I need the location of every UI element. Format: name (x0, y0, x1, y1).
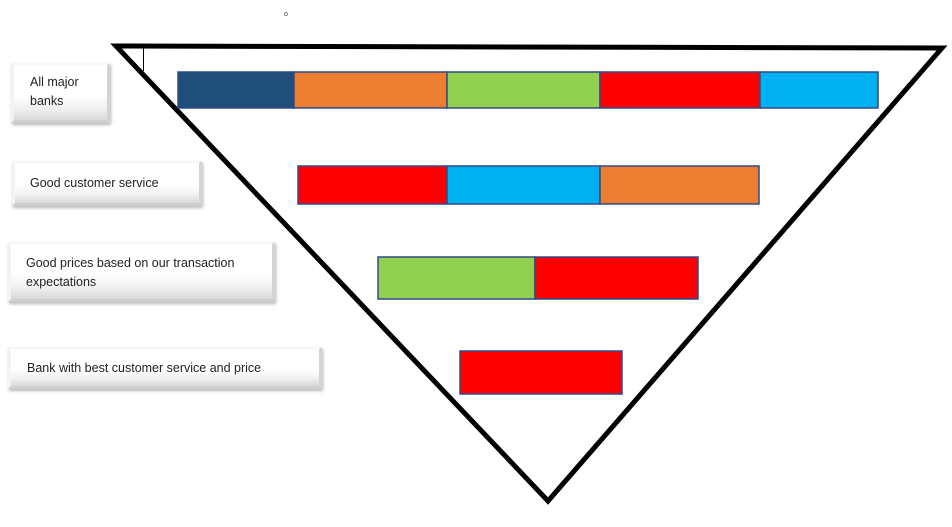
text-cursor (143, 47, 144, 71)
funnel-level-2-bar (297, 165, 760, 205)
level-2-segment-light-blue (446, 165, 601, 205)
small-circle-marker (284, 12, 288, 16)
level-2-segment-red (297, 165, 448, 205)
level-4-label-box: Bank with best customer service and pric… (8, 347, 322, 389)
level-3-segment-red (534, 256, 699, 300)
level-1-segment-light-blue (759, 71, 879, 109)
level-4-label: Bank with best customer service and pric… (27, 361, 262, 375)
level-3-label: Good prices based on our transaction exp… (26, 256, 235, 289)
level-4-segment-red (459, 350, 623, 395)
level-1-segment-red (599, 71, 761, 109)
level-1-segment-orange (293, 71, 448, 109)
level-2-segment-orange (599, 165, 760, 205)
level-1-segment-dark-blue (177, 71, 295, 109)
funnel-level-3-bar (377, 256, 699, 300)
level-1-label: All major banks (30, 75, 79, 108)
level-3-segment-green (377, 256, 536, 300)
funnel-triangle (110, 43, 948, 505)
level-2-label: Good customer service (30, 176, 159, 190)
level-1-label-box: All major banks (11, 63, 110, 123)
level-1-segment-green (446, 71, 601, 109)
level-2-label-box: Good customer service (12, 161, 202, 206)
funnel-level-4-bar (459, 350, 623, 395)
level-3-label-box: Good prices based on our transaction exp… (8, 242, 275, 302)
funnel-level-1-bar (177, 71, 879, 109)
